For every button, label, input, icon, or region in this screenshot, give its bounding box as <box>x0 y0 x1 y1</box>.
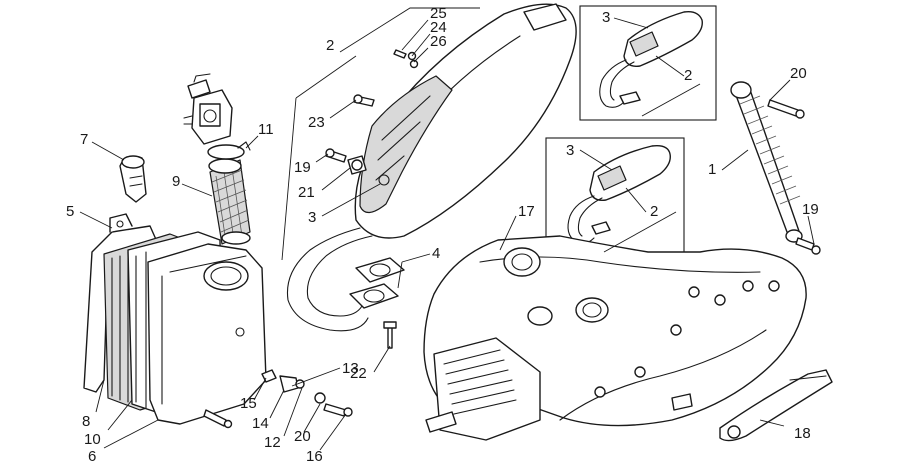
callout-17: 17 <box>518 203 535 220</box>
callout-3-inset-mid: 3 <box>566 142 574 159</box>
callout-7: 7 <box>80 131 88 148</box>
callout-6: 6 <box>88 448 96 465</box>
callout-9: 9 <box>172 173 180 190</box>
callout-11: 11 <box>258 121 274 138</box>
callout-3-main: 3 <box>308 209 316 226</box>
intake-elbow <box>119 155 147 203</box>
callout-12: 12 <box>264 434 281 451</box>
callout-16: 16 <box>306 448 323 465</box>
callout-1: 1 <box>708 161 716 178</box>
callout-10: 10 <box>84 431 101 448</box>
callout-14: 14 <box>252 415 269 432</box>
callout-19-left: 19 <box>294 159 311 176</box>
callout-25: 25 <box>430 5 447 22</box>
callout-18: 18 <box>794 425 811 442</box>
kickstart-lever <box>719 369 833 442</box>
inset-exhaust-top <box>579 5 717 121</box>
callout-26: 26 <box>430 33 447 50</box>
small-hardware <box>261 369 353 417</box>
callout-22: 22 <box>350 365 367 382</box>
exhaust-bolts <box>325 49 419 163</box>
callout-20-bottom: 20 <box>294 428 311 445</box>
carburetor <box>183 73 251 160</box>
air-filter-assembly <box>83 213 267 429</box>
callout-15: 15 <box>240 395 257 412</box>
inset-exhaust-mid <box>545 137 685 255</box>
callout-20-right: 20 <box>790 65 807 82</box>
callout-3-inset-top: 3 <box>602 9 610 26</box>
callout-2-top: 2 <box>326 37 334 54</box>
callout-13: 13 <box>342 360 359 377</box>
callout-2-inset-mid: 2 <box>650 203 658 220</box>
callout-21: 21 <box>298 184 315 201</box>
callout-23: 23 <box>308 114 325 131</box>
rear-shock-absorber <box>730 81 821 255</box>
callout-5: 5 <box>66 203 74 220</box>
callout-8: 8 <box>82 413 90 430</box>
intake-bellows <box>208 158 251 245</box>
callout-2-inset-top: 2 <box>684 67 692 84</box>
callout-labels: 25 24 26 2 23 19 21 3 4 22 13 15 14 12 2… <box>66 5 819 465</box>
engine-crankcase <box>423 235 807 441</box>
exhaust-flange <box>349 257 405 349</box>
leader-lines <box>79 7 815 451</box>
callout-4: 4 <box>432 245 440 262</box>
callout-24: 24 <box>430 19 447 36</box>
callout-19-right: 19 <box>802 201 819 218</box>
